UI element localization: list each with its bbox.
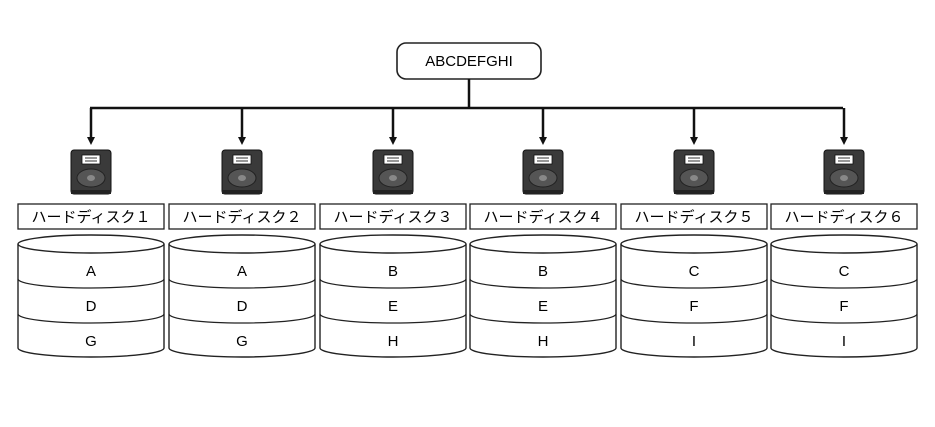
disk-cylinder: C F I xyxy=(620,234,768,358)
cylinder-divider xyxy=(319,313,467,324)
source-label: ABCDEFGHI xyxy=(425,53,513,70)
cylinder-divider xyxy=(469,278,617,289)
hard-drive-icon xyxy=(522,149,564,195)
disk-label-box: ハードディスク４ xyxy=(469,203,617,230)
disk-label: ハードディスク６ xyxy=(785,208,904,226)
data-block-label: C xyxy=(689,263,700,280)
cylinder-divider xyxy=(620,313,768,324)
data-block-label: G xyxy=(85,333,97,350)
cylinder-divider xyxy=(770,278,918,289)
disk-cylinder: B E H xyxy=(469,234,617,358)
disk-label: ハードディスク４ xyxy=(484,208,603,226)
data-block-label: B xyxy=(388,263,398,280)
data-block-label: I xyxy=(692,333,696,350)
data-block-label: E xyxy=(388,298,398,315)
cylinder-divider xyxy=(469,313,617,324)
data-block-label: A xyxy=(86,263,96,280)
cylinder-divider xyxy=(168,313,316,324)
cylinder-divider xyxy=(770,313,918,324)
source-box: ABCDEFGHI xyxy=(396,42,542,80)
disk-cylinder: B E H xyxy=(319,234,467,358)
hard-drive-icon xyxy=(673,149,715,195)
cylinder-divider xyxy=(620,278,768,289)
disk-label: ハードディスク５ xyxy=(635,208,754,226)
data-block-label: B xyxy=(538,263,548,280)
disk-cylinder: C F I xyxy=(770,234,918,358)
data-block-label: D xyxy=(86,298,97,315)
data-block-label: A xyxy=(237,263,247,280)
data-block-label: H xyxy=(388,333,399,350)
cylinder-divider xyxy=(319,278,467,289)
disk-label-box: ハードディスク３ xyxy=(319,203,467,230)
hard-drive-icon xyxy=(372,149,414,195)
hard-drive-icon xyxy=(221,149,263,195)
disk-label-box: ハードディスク１ xyxy=(17,203,165,230)
disk-label: ハードディスク３ xyxy=(334,208,453,226)
data-block-label: G xyxy=(236,333,248,350)
disk-label-box: ハードディスク６ xyxy=(770,203,918,230)
data-block-label: C xyxy=(839,263,850,280)
disk-label-box: ハードディスク２ xyxy=(168,203,316,230)
disk-cylinder: A D G xyxy=(17,234,165,358)
connector-lines xyxy=(90,79,843,110)
cylinder-divider xyxy=(17,313,165,324)
data-block-label: E xyxy=(538,298,548,315)
disk-label: ハードディスク１ xyxy=(32,208,151,226)
disks-layer: ハードディスク１ADGハードディスク２ADGハードディスク３BEHハードディスク… xyxy=(17,108,918,358)
hard-drive-icon xyxy=(823,149,865,195)
hard-drive-icon xyxy=(70,149,112,195)
cylinder-divider xyxy=(168,278,316,289)
disk-label-box: ハードディスク５ xyxy=(620,203,768,230)
data-block-label: F xyxy=(689,298,698,315)
disk-label: ハードディスク２ xyxy=(183,208,302,226)
data-block-label: F xyxy=(839,298,848,315)
data-block-label: I xyxy=(842,333,846,350)
data-block-label: H xyxy=(538,333,549,350)
cylinder-divider xyxy=(17,278,165,289)
disk-cylinder: A D G xyxy=(168,234,316,358)
data-block-label: D xyxy=(237,298,248,315)
